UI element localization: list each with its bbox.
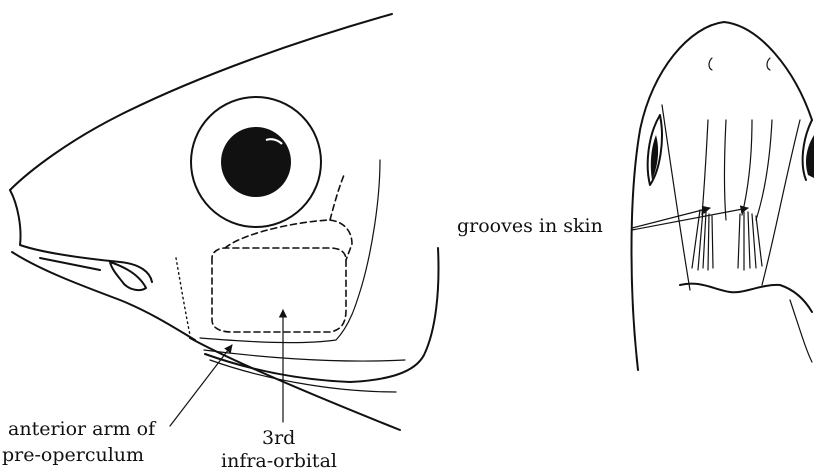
right-nostril bbox=[767, 58, 770, 70]
lateral-head-view bbox=[10, 14, 438, 430]
ridge-1 bbox=[702, 120, 708, 215]
ventral-head-view bbox=[632, 22, 814, 370]
label-preop-line1: anterior arm of bbox=[8, 418, 157, 440]
gill-line-right bbox=[790, 300, 812, 362]
jaw-side-right bbox=[762, 120, 800, 285]
left-groove-hatch bbox=[692, 210, 713, 270]
lower-jaw bbox=[12, 252, 195, 340]
upper-jaw bbox=[10, 190, 152, 282]
infra-orbital-outline bbox=[212, 248, 346, 332]
label-infra-line1: 3rd bbox=[262, 427, 295, 449]
label-grooves: grooves in skin bbox=[457, 215, 603, 237]
right-eye-dark bbox=[806, 135, 814, 178]
left-nostril bbox=[709, 58, 712, 70]
leader-grooves-right bbox=[632, 208, 748, 230]
ridge-2 bbox=[725, 120, 727, 220]
chin-dotted-line bbox=[176, 258, 190, 335]
ridge-4 bbox=[756, 120, 772, 220]
leader-preop bbox=[170, 345, 232, 426]
dorsal-profile bbox=[10, 14, 392, 190]
pupil bbox=[221, 127, 291, 197]
label-preop-line2: pre-operculum bbox=[2, 444, 144, 466]
maxilla bbox=[110, 262, 146, 290]
annotations: grooves in skin anterior arm of pre-oper… bbox=[2, 208, 748, 471]
pre-operculum-edge bbox=[200, 160, 380, 343]
ridge-3 bbox=[742, 120, 752, 215]
ventral-head-outline bbox=[632, 22, 813, 370]
left-eye-dark bbox=[651, 135, 658, 180]
mouth-gape bbox=[40, 258, 100, 270]
jaw-side-left bbox=[662, 105, 690, 290]
suborbital-chain bbox=[330, 175, 344, 220]
right-groove-hatch bbox=[738, 212, 762, 270]
label-infra-line2: infra-orbital bbox=[221, 450, 337, 471]
